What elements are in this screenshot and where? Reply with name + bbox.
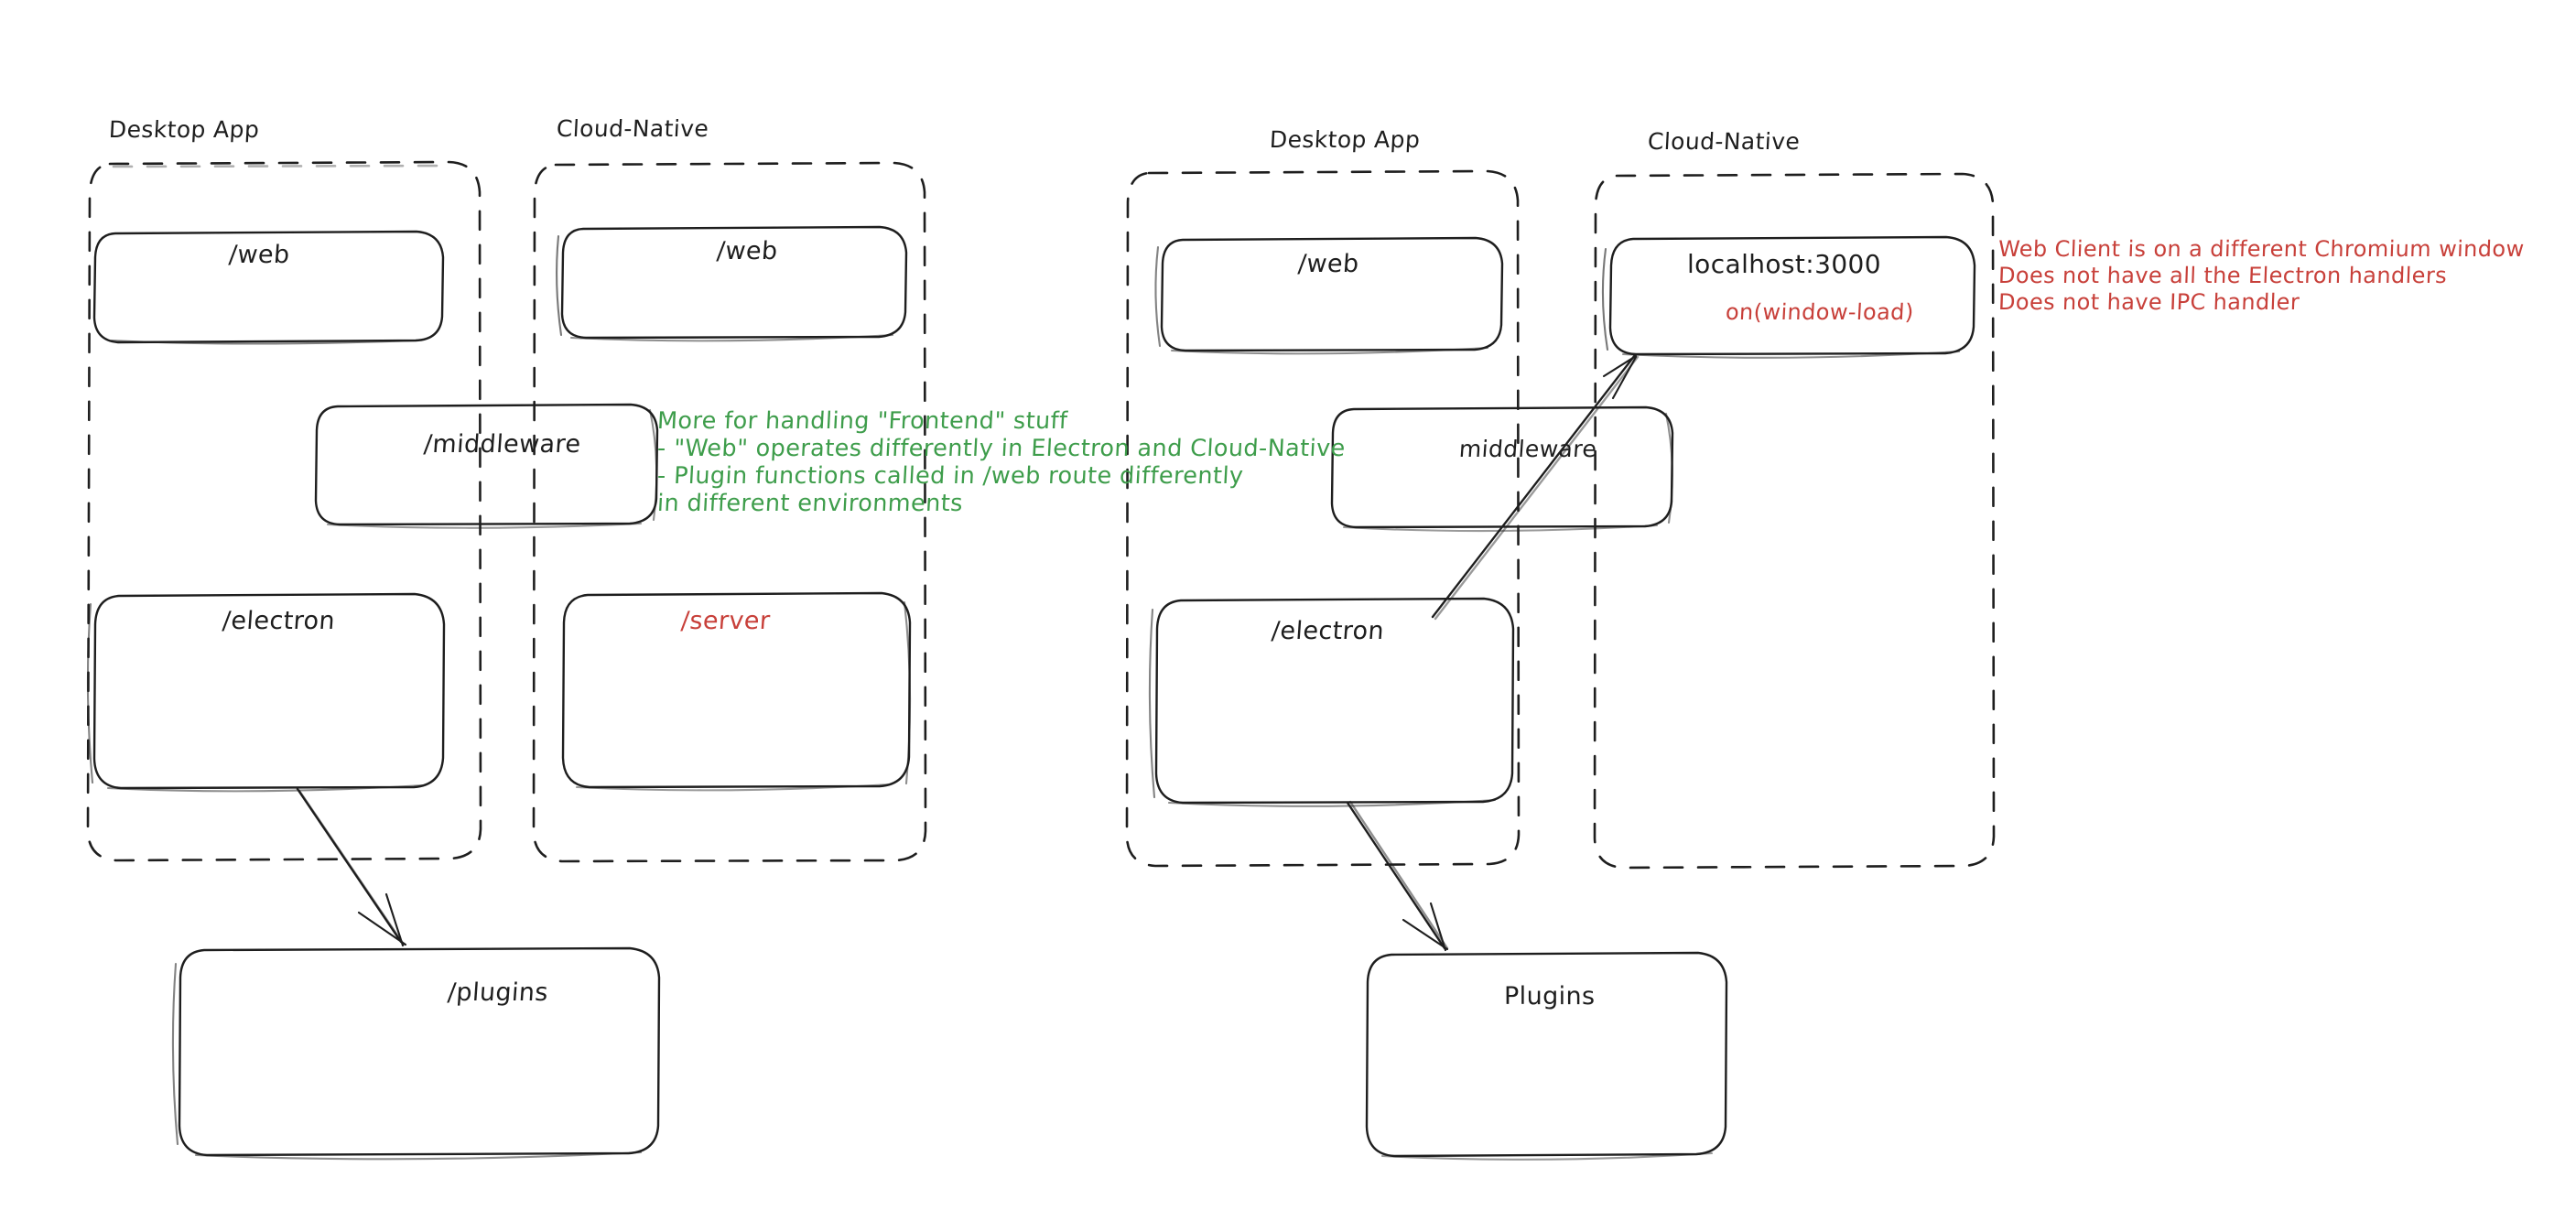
group-title-right-cloud-native: Cloud-Native xyxy=(1647,128,1801,155)
group-title-left-desktop-app: Desktop App xyxy=(108,116,261,143)
node-label-left-web-desktop: /web xyxy=(227,241,291,269)
group-title-right-desktop-app: Desktop App xyxy=(1269,126,1422,153)
node-label-left-web-cloud: /web xyxy=(715,237,779,265)
arrow-right-electron-to-plugins xyxy=(1346,800,1449,952)
node-label-right-electron: /electron xyxy=(1270,617,1386,645)
group-title-left-cloud-native: Cloud-Native xyxy=(556,115,709,142)
node-right-web xyxy=(1154,236,1504,355)
red-note-line-2: Does not have all the Electron handlers xyxy=(1997,263,2448,288)
node-right-localhost xyxy=(1601,235,1976,359)
node-label-left-server: /server xyxy=(679,607,772,635)
node-label-right-localhost: localhost:3000 xyxy=(1687,249,1881,279)
group-left-desktop-app xyxy=(86,160,482,862)
group-right-cloud-native xyxy=(1593,172,1996,870)
arrow-right-electron-to-localhost xyxy=(1431,353,1640,621)
node-label-left-middleware: /middleware xyxy=(422,430,582,459)
node-sublabel-right-localhost-onwindowload: on(window-load) xyxy=(1725,299,1915,325)
green-note-line-1: More for handling "Frontend" stuff xyxy=(656,407,1069,435)
node-label-right-web: /web xyxy=(1296,250,1360,278)
red-note-line-3: Does not have IPC handler xyxy=(1997,289,2300,315)
annotation-green-note: More for handling "Frontend" stuff - "We… xyxy=(656,407,1347,517)
node-left-electron xyxy=(86,592,446,793)
node-label-right-plugins: Plugins xyxy=(1504,982,1596,1010)
node-left-server xyxy=(561,591,912,792)
green-note-line-2: - "Web" operates differently in Electron… xyxy=(656,435,1347,462)
green-note-line-4: in different environments xyxy=(656,490,964,517)
node-label-right-middleware: middleware xyxy=(1457,436,1598,462)
red-note-line-1: Web Client is on a different Chromium wi… xyxy=(1997,236,2526,262)
node-label-left-electron: /electron xyxy=(221,607,337,635)
node-left-web-cloud xyxy=(556,225,908,342)
node-right-plugins xyxy=(1365,951,1728,1161)
node-left-middleware xyxy=(314,403,659,529)
node-label-left-plugins: /plugins xyxy=(446,978,549,1007)
annotation-red-note: Web Client is on a different Chromium wi… xyxy=(1997,236,2526,316)
node-right-electron xyxy=(1148,597,1515,807)
node-left-plugins xyxy=(171,946,661,1161)
green-note-line-3: - Plugin functions called in /web route … xyxy=(656,462,1245,490)
arrow-left-electron-to-plugins xyxy=(296,787,407,947)
node-left-web-desktop xyxy=(92,230,445,345)
group-right-desktop-app xyxy=(1125,169,1521,868)
node-right-middleware xyxy=(1330,405,1674,533)
